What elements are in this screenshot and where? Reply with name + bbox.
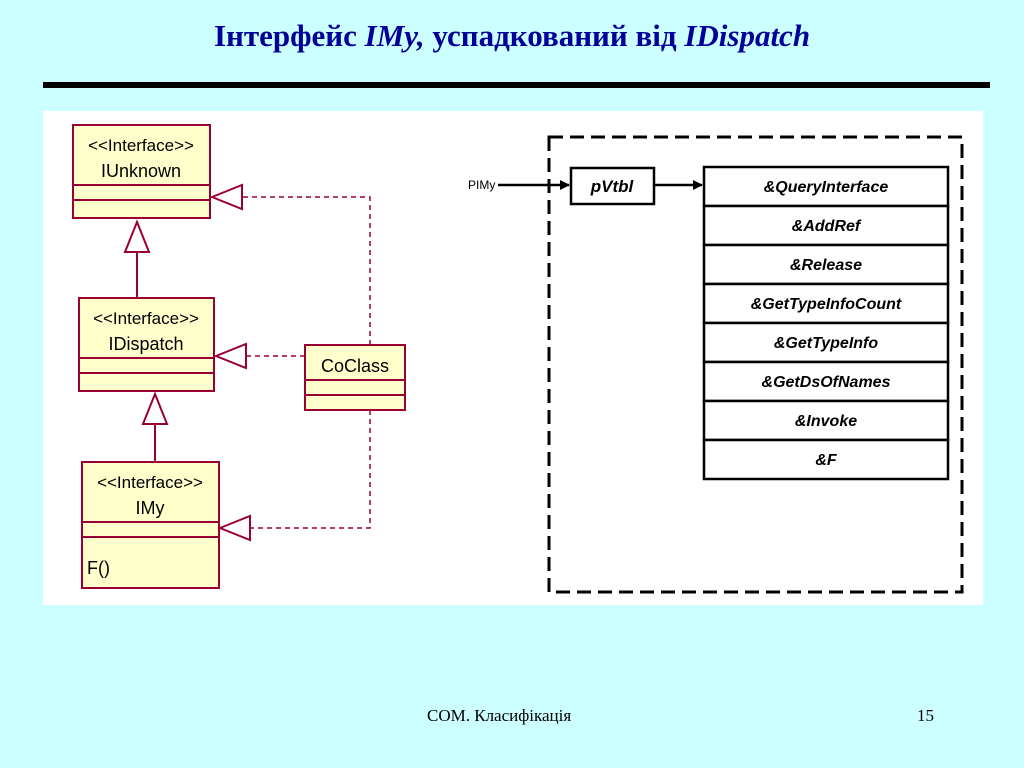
vtable-entry-label: &GetTypeInfo [774,335,879,352]
idispatch-name: IDispatch [108,334,183,354]
vtable-entry: &AddRef [702,204,950,247]
vtable-entry-label: &QueryInterface [764,179,889,196]
iunknown-stereotype: <<Interface>> [88,136,194,155]
vtable-entry: &GetTypeInfoCount [702,282,950,325]
inheritance-idispatch-iunknown [123,219,151,298]
vtable: &QueryInterface&AddRef&Release&GetTypeIn… [702,165,950,481]
title-divider [43,82,990,88]
vtable-entry: &F [702,438,950,481]
uml-class-iunknown: <<Interface>> IUnknown [72,124,211,219]
inheritance-imy-idispatch [141,391,169,462]
imy-method: F() [87,558,110,578]
vtable-entry: &Release [702,243,950,286]
title-part1: Інтерфейс [213,18,365,53]
vtable-entry-label: &AddRef [792,218,862,235]
pimy-label: PIMy [468,178,495,192]
vtable-entry: &QueryInterface [702,165,950,208]
imy-stereotype: <<Interface>> [97,473,203,492]
object-boundary [547,135,964,594]
vtable-entry-label: &GetDsOfNames [762,374,891,391]
vtable-entry: &GetDsOfNames [702,360,950,403]
title-base-name: IDispatch [684,18,811,53]
coclass-name: CoClass [321,356,389,376]
page-number: 15 [917,706,934,725]
vtable-entry: &GetTypeInfo [702,321,950,364]
pvtbl-label: pVtbl [590,177,635,196]
imy-name: IMy [136,498,165,518]
realization-arrowheads [209,183,251,542]
realization-lines [242,196,371,529]
vtable-entry-label: &Invoke [795,413,857,430]
vtable-entry-label: &F [815,452,838,469]
vtable-entry-label: &Release [790,257,862,274]
vtable-entry: &Invoke [702,399,950,442]
uml-class-imy: <<Interface>> IMy F() [81,461,220,589]
uml-class-coclass: CoClass [304,344,406,411]
vtable-entry-label: &GetTypeInfoCount [751,296,902,313]
title-interface-name: IMy, [364,18,425,53]
uml-class-idispatch: <<Interface>> IDispatch [78,297,215,392]
slide-title: Інтерфейс IMy, успадкований від IDispatc… [0,18,1024,54]
footer-caption: COM. Класифікація [427,706,572,725]
iunknown-name: IUnknown [101,161,181,181]
idispatch-stereotype: <<Interface>> [93,309,199,328]
title-part2: успадкований від [424,18,685,53]
